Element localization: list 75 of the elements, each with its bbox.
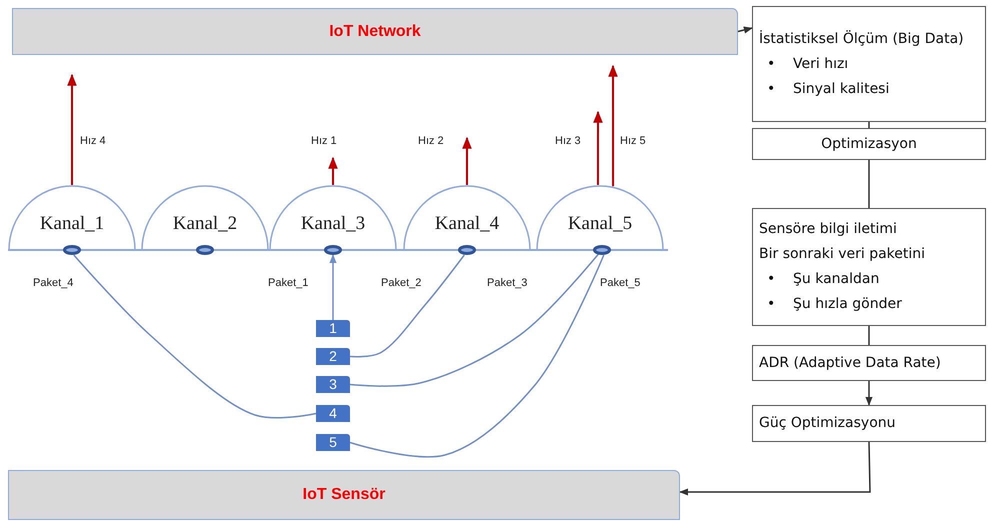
box-text: İstatistiksel Ölçüm (Big Data) bbox=[759, 29, 965, 48]
box-text: Sensöre bilgi iletimi bbox=[759, 220, 898, 239]
rate-arrow bbox=[328, 156, 338, 185]
channel-label: Kanal_3 bbox=[300, 212, 366, 234]
packet-number: 4 bbox=[329, 405, 337, 422]
channel-port bbox=[196, 245, 214, 255]
packet-number: 3 bbox=[329, 376, 337, 393]
channel-label: Kanal_2 bbox=[172, 212, 238, 234]
channel-label: Kanal_1 bbox=[40, 212, 104, 234]
arrow bbox=[679, 442, 871, 496]
bullet-item: Veri hızı bbox=[793, 54, 848, 74]
bullet-item: Sinyal kalitesi bbox=[793, 80, 890, 98]
connector-line bbox=[868, 160, 870, 208]
connector-line bbox=[868, 326, 870, 345]
packet-number: 1 bbox=[329, 320, 337, 337]
channel-port bbox=[324, 245, 342, 255]
arrow bbox=[738, 26, 753, 34]
bullet-item: Şu kanaldan bbox=[793, 270, 880, 289]
connector-line bbox=[868, 122, 870, 128]
channel-label: Kanal_5 bbox=[568, 212, 632, 234]
box-text: Optimizasyon bbox=[820, 134, 918, 154]
connector-line bbox=[350, 254, 604, 458]
rate-arrow bbox=[608, 64, 618, 186]
channel-dome bbox=[141, 185, 269, 250]
arrow bbox=[865, 381, 873, 406]
bullet: • bbox=[767, 295, 776, 314]
edge-label: Hız 2 bbox=[418, 135, 444, 147]
packet-box bbox=[316, 376, 350, 393]
edge-label: Paket_3 bbox=[487, 277, 528, 289]
process-box bbox=[752, 345, 986, 381]
connector-line bbox=[73, 254, 316, 418]
channel-port bbox=[593, 245, 611, 255]
packet-box bbox=[316, 348, 350, 365]
rate-arrow bbox=[593, 110, 603, 185]
process-box bbox=[752, 128, 986, 160]
channel-dome bbox=[536, 185, 664, 250]
box-text: IoT Sensör bbox=[302, 486, 386, 504]
bullet: • bbox=[767, 80, 776, 98]
packet-box bbox=[316, 434, 350, 451]
box-text: IoT Network bbox=[329, 22, 421, 40]
packet-number: 5 bbox=[329, 434, 337, 451]
rate-arrow bbox=[67, 74, 77, 185]
edge-label: Hız 3 bbox=[555, 135, 581, 147]
network-band bbox=[12, 8, 738, 55]
channel-line bbox=[8, 249, 668, 251]
rate-arrow bbox=[462, 136, 472, 185]
edge-label: Paket_1 bbox=[268, 277, 308, 289]
channel-label: Kanal_4 bbox=[434, 212, 500, 234]
box-text: Güç Optimizasyonu bbox=[759, 414, 896, 433]
bullet: • bbox=[767, 270, 776, 289]
channel-port bbox=[458, 245, 476, 255]
edge-label: Paket_5 bbox=[600, 277, 640, 289]
bullet-item: Şu hızla gönder bbox=[793, 295, 902, 314]
connector-line bbox=[350, 254, 599, 387]
edge-label: Paket_2 bbox=[381, 277, 422, 289]
process-box bbox=[752, 405, 986, 442]
box-text: ADR (Adaptive Data Rate) bbox=[759, 354, 942, 372]
network-band bbox=[8, 470, 680, 520]
edge-label: Paket_4 bbox=[33, 277, 74, 289]
process-box bbox=[752, 6, 986, 122]
channel-dome bbox=[8, 185, 136, 250]
packet-number: 2 bbox=[329, 348, 337, 365]
edge-label: Hız 5 bbox=[620, 135, 646, 147]
process-box bbox=[752, 208, 986, 326]
channel-dome bbox=[403, 185, 531, 250]
connector-line bbox=[350, 254, 465, 358]
packet-box bbox=[316, 320, 350, 337]
edge-label: Hız 1 bbox=[311, 135, 337, 147]
packet-box bbox=[316, 405, 350, 422]
channel-dome bbox=[269, 185, 397, 250]
bullet: • bbox=[767, 54, 776, 74]
box-text: Bir sonraki veri paketini bbox=[759, 245, 926, 264]
channel-port bbox=[63, 245, 81, 255]
arrow bbox=[329, 254, 337, 320]
edge-label: Hız 4 bbox=[80, 135, 106, 147]
